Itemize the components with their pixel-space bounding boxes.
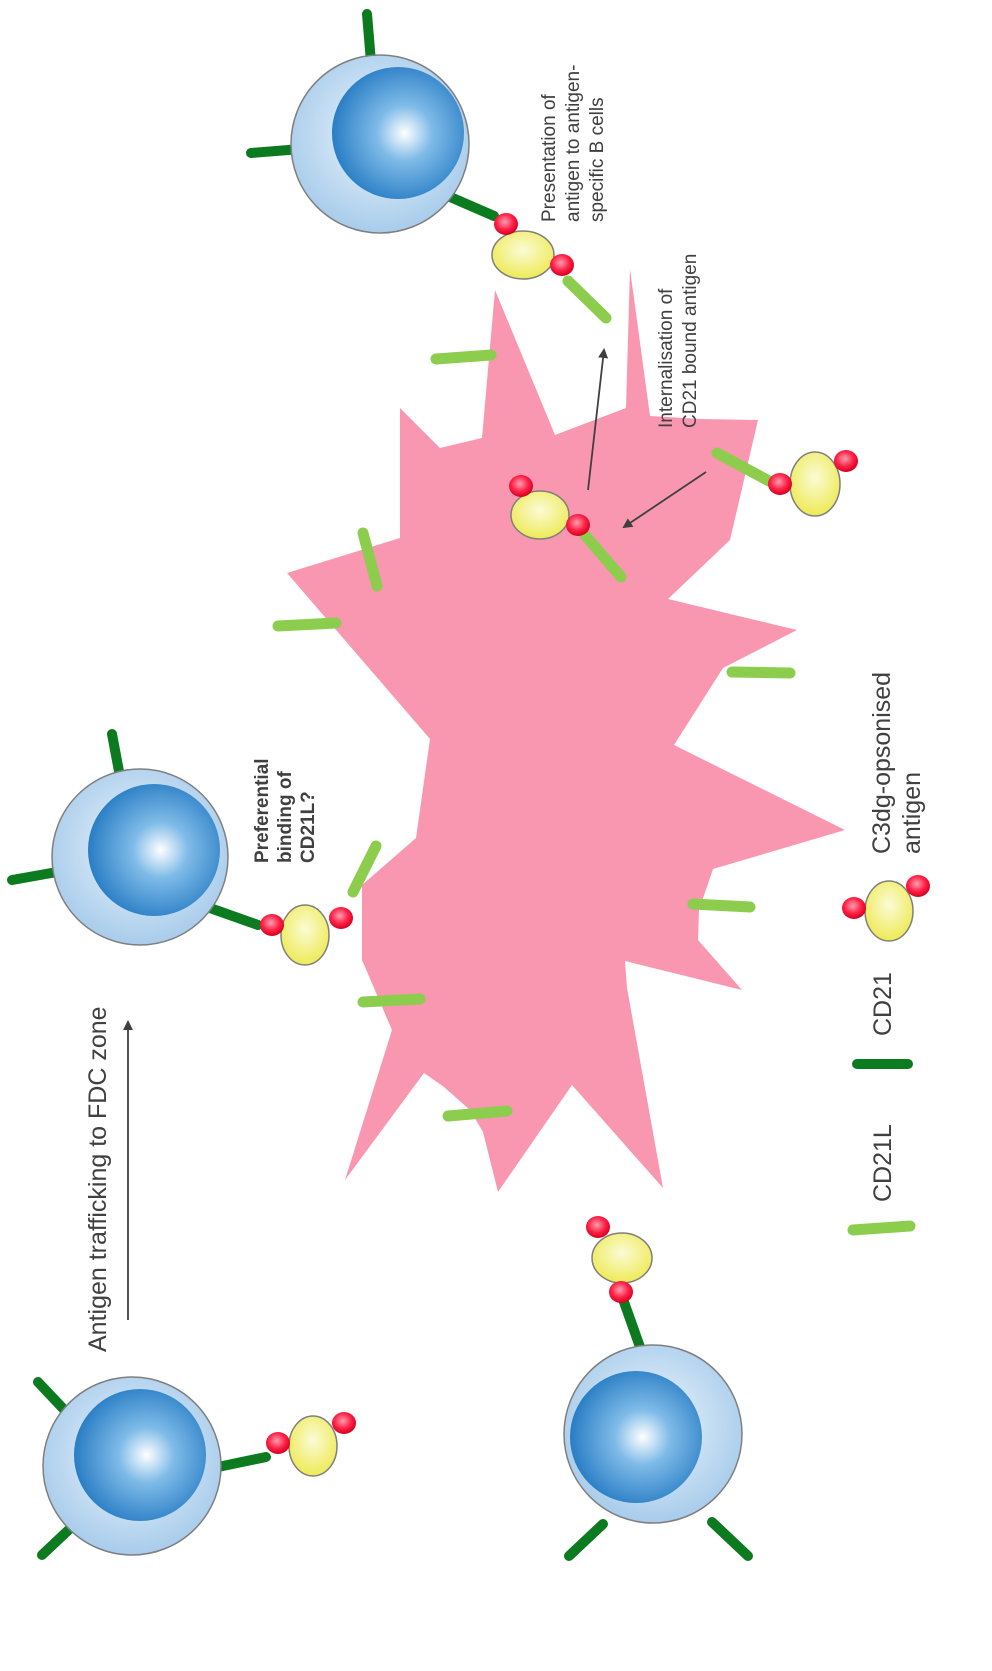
label-internalisation-line1: Internalisation of xyxy=(656,288,677,428)
legend-cd21l-label: CD21L xyxy=(869,1124,897,1202)
label-presentation: Presentation of antigen to antigen- spec… xyxy=(539,65,608,222)
c3dg-antigen-middle-left xyxy=(260,904,353,966)
label-preferential-binding: Preferential binding of CD21L? xyxy=(252,758,319,863)
label-preferential-line1: Preferential xyxy=(252,758,273,863)
b-cell-middle-left xyxy=(7,729,263,946)
c3dg-antigen-right xyxy=(711,447,858,517)
legend-cd21-label: CD21 xyxy=(869,972,897,1036)
label-presentation-line3: specific B cells xyxy=(587,97,608,222)
label-internalisation-line2: CD21 bound antigen xyxy=(680,254,701,428)
label-trafficking: Antigen trafficking to FDC zone xyxy=(84,1006,112,1352)
legend-c3dg-label: C3dg-opsonised antigen xyxy=(868,672,926,854)
legend: CD21L CD21 C3dg-opsonised antigen xyxy=(842,672,930,1236)
arrows xyxy=(123,348,707,1320)
c3dg-antigen-bottom-left xyxy=(266,1412,356,1477)
legend-c3dg-symbol xyxy=(842,875,930,942)
label-internalisation: Internalisation of CD21 bound antigen xyxy=(656,254,701,428)
presentation-arrow xyxy=(587,348,609,491)
label-presentation-line1: Presentation of xyxy=(539,93,560,222)
c3dg-antigen-internalised xyxy=(509,475,627,583)
legend-cd21l-symbol xyxy=(847,1220,916,1236)
fdc-cd21l-receptors xyxy=(272,349,796,1122)
legend-c3dg-line2: antigen xyxy=(898,772,926,854)
fdc-cell xyxy=(287,269,845,1192)
label-preferential-line2: binding of xyxy=(275,771,296,863)
internalisation-arrow xyxy=(622,471,707,529)
b-cell-top-right xyxy=(246,9,499,234)
legend-c3dg-line1: C3dg-opsonised xyxy=(868,672,896,854)
c3dg-antigen-presented xyxy=(491,213,612,324)
b-cell-bottom-left xyxy=(33,1376,271,1560)
b-cell-bottom-middle xyxy=(563,1297,753,1561)
label-presentation-line2: antigen to antigen- xyxy=(563,65,584,222)
label-preferential-line3: CD21L? xyxy=(298,791,319,863)
c3dg-antigen-bottom-middle xyxy=(586,1216,653,1303)
